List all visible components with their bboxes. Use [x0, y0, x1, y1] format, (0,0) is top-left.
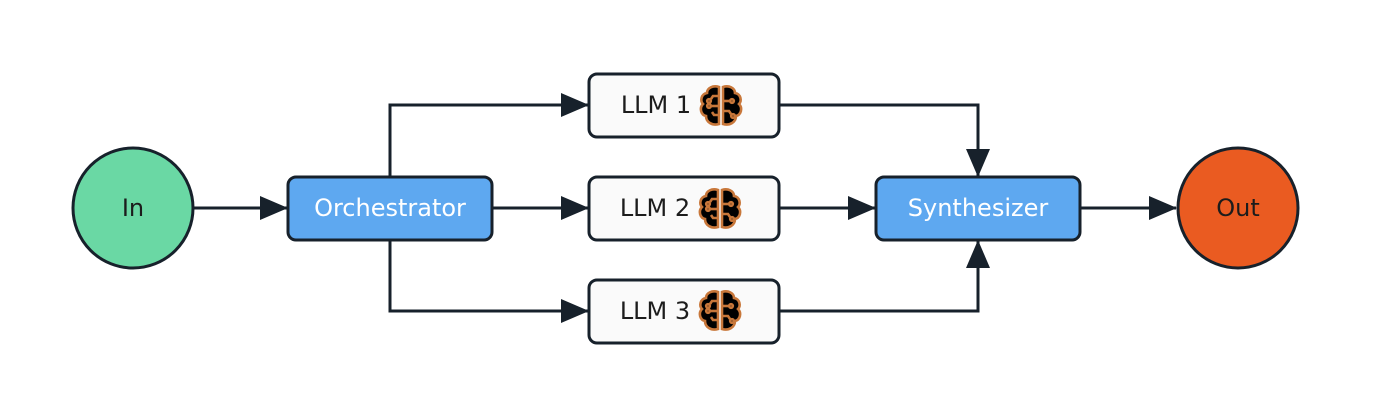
- node-out-shape: [1176, 146, 1300, 270]
- node-orchestrator-shape: [286, 175, 494, 242]
- node-synthesizer-label: Synthesizer: [908, 194, 1049, 222]
- node-llm3[interactable]: LLM 3: [587, 278, 781, 345]
- edge-llm3-to-synthesizer: [779, 240, 990, 313]
- node-out[interactable]: Out: [1176, 146, 1300, 270]
- node-synthesizer[interactable]: Synthesizer: [874, 175, 1082, 242]
- node-llm1[interactable]: LLM 1: [587, 72, 781, 139]
- edges: [194, 93, 1177, 323]
- node-out-label: Out: [1216, 194, 1260, 222]
- node-in-shape: [71, 146, 195, 270]
- edge-llm1-to-synthesizer: [779, 103, 990, 177]
- node-synthesizer-shape: [874, 175, 1082, 242]
- node-llm2[interactable]: LLM 2: [587, 175, 781, 242]
- node-llm3-label: LLM 3: [620, 297, 690, 325]
- node-orchestrator-label: Orchestrator: [314, 194, 466, 222]
- node-orchestrator[interactable]: Orchestrator: [286, 175, 494, 242]
- edge-orchestrator-to-llm1: [388, 93, 589, 177]
- edge-orchestrator-to-llm3: [388, 240, 589, 323]
- node-llm1-label: LLM 1: [621, 91, 691, 119]
- node-llm2-label: LLM 2: [620, 194, 690, 222]
- node-in[interactable]: In: [71, 146, 195, 270]
- node-in-label: In: [122, 194, 144, 222]
